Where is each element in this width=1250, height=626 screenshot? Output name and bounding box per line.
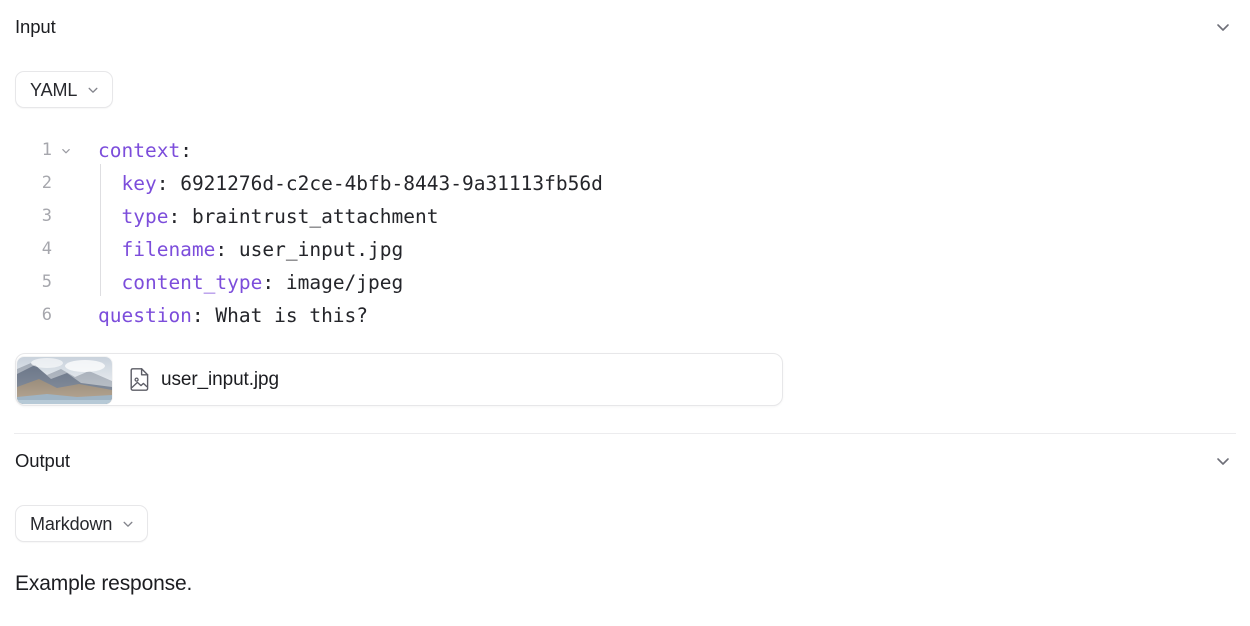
file-image-icon bbox=[130, 368, 149, 391]
input-section-title: Input bbox=[15, 15, 56, 37]
input-format-select[interactable]: YAML bbox=[15, 71, 114, 108]
section-divider bbox=[14, 433, 1236, 434]
code-text: content_type: image/jpeg bbox=[76, 266, 403, 299]
attachment-thumbnail[interactable] bbox=[17, 357, 112, 404]
yaml-key: context bbox=[98, 139, 181, 162]
output-format-label: Markdown bbox=[30, 513, 113, 534]
yaml-value: user_input.jpg bbox=[238, 238, 404, 261]
line-number: 1 bbox=[41, 140, 52, 160]
yaml-colon: : bbox=[215, 238, 239, 261]
yaml-key: filename bbox=[121, 238, 216, 261]
chevron-down-icon bbox=[1217, 24, 1229, 31]
output-section-header: Output bbox=[0, 443, 1250, 479]
code-text: filename: user_input.jpg bbox=[76, 233, 403, 266]
code-line: 1 context: bbox=[0, 134, 1250, 167]
line-number: 4 bbox=[41, 239, 52, 259]
chevron-down-icon bbox=[123, 521, 133, 527]
yaml-value: braintrust_attachment bbox=[191, 205, 439, 228]
code-line: 5 content_type: image/jpeg bbox=[0, 266, 1250, 299]
line-number: 5 bbox=[41, 272, 52, 292]
input-section-header: Input bbox=[0, 9, 1250, 45]
yaml-colon: : bbox=[262, 271, 286, 294]
fold-chevron-down-icon[interactable] bbox=[56, 145, 76, 157]
code-line: 2 key: 6921276d-c2ce-4bfb-8443-9a31113fb… bbox=[0, 167, 1250, 200]
yaml-colon: : bbox=[180, 139, 192, 162]
output-collapse-toggle[interactable] bbox=[1210, 448, 1236, 474]
yaml-colon: : bbox=[191, 304, 216, 327]
output-response-text: Example response. bbox=[15, 572, 193, 595]
chevron-down-icon bbox=[88, 87, 98, 93]
attachment-chip-body: user_input.jpg bbox=[129, 368, 279, 391]
code-line: 6 question: What is this? bbox=[0, 299, 1250, 332]
code-line: 4 filename: user_input.jpg bbox=[0, 233, 1250, 266]
input-format-label: YAML bbox=[30, 79, 78, 100]
output-section-title: Output bbox=[15, 449, 70, 471]
yaml-key: question bbox=[98, 304, 192, 327]
indent-guide bbox=[100, 164, 101, 296]
line-number: 3 bbox=[41, 206, 52, 226]
yaml-key: type bbox=[121, 205, 169, 228]
code-text: key: 6921276d-c2ce-4bfb-8443-9a31113fb56… bbox=[76, 167, 603, 200]
yaml-colon: : bbox=[168, 205, 192, 228]
attachment-filename: user_input.jpg bbox=[161, 369, 279, 390]
yaml-colon: : bbox=[156, 172, 181, 195]
yaml-value: What is this? bbox=[215, 304, 369, 327]
chevron-down-icon bbox=[1217, 458, 1229, 465]
input-collapse-toggle[interactable] bbox=[1210, 14, 1236, 40]
code-text: context: bbox=[76, 134, 192, 167]
output-body: Example response. bbox=[15, 570, 1215, 598]
yaml-key: key bbox=[121, 172, 157, 195]
line-number: 6 bbox=[41, 305, 52, 325]
yaml-value: 6921276d-c2ce-4bfb-8443-9a31113fb56d bbox=[180, 172, 603, 195]
yaml-value: image/jpeg bbox=[285, 271, 404, 294]
attachment-chip[interactable]: user_input.jpg bbox=[15, 353, 783, 406]
code-line: 3 type: braintrust_attachment bbox=[0, 200, 1250, 233]
yaml-key: content_type bbox=[121, 271, 263, 294]
line-number: 2 bbox=[41, 173, 52, 193]
code-text: question: What is this? bbox=[76, 299, 368, 332]
output-format-select[interactable]: Markdown bbox=[15, 505, 149, 542]
code-text: type: braintrust_attachment bbox=[76, 200, 438, 233]
landscape-photo-thumbnail-icon bbox=[17, 357, 112, 404]
